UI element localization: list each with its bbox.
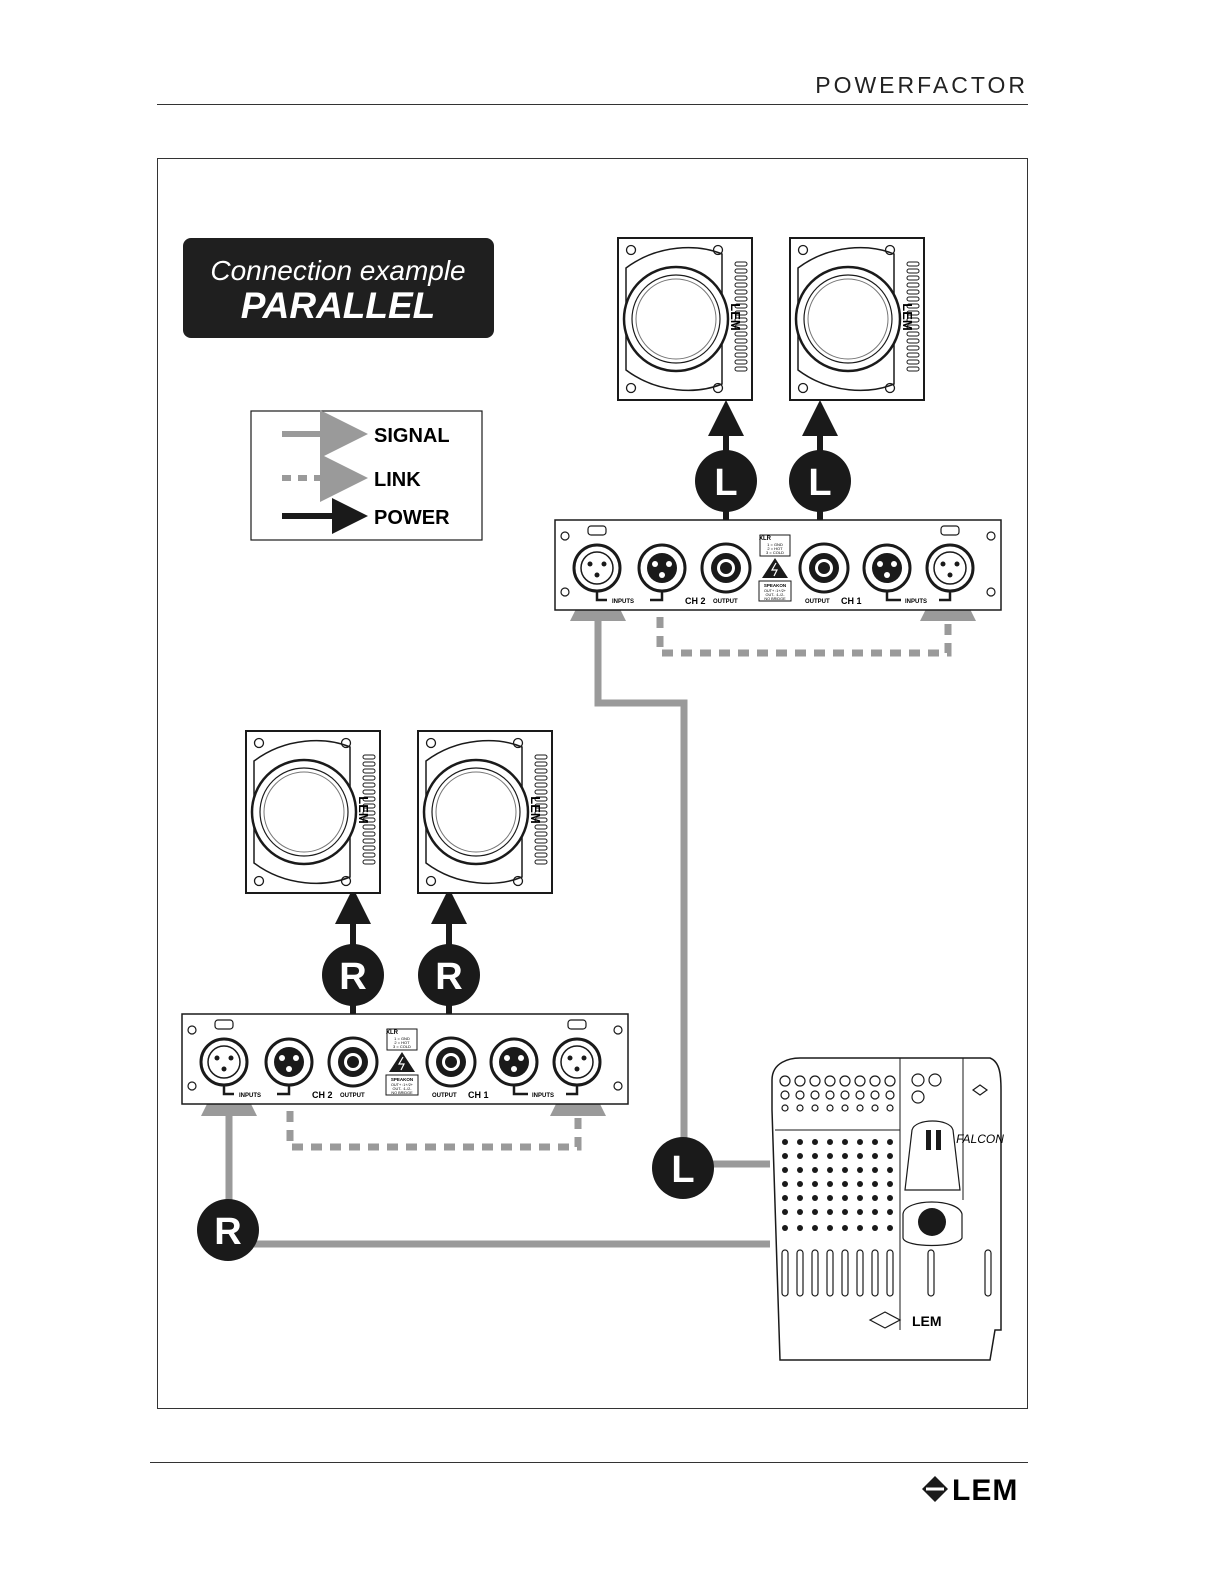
xlr-pin1: 1 = GND [767, 542, 783, 547]
badge-right-mixer: R [197, 1199, 259, 1261]
speakon-note: NO BRIDGE [764, 597, 786, 601]
mixer-logo: LEM [912, 1313, 942, 1329]
footer-logo: LEM [918, 1472, 1028, 1506]
badge-right-bottom-ch1: R [418, 944, 480, 1006]
inputs-label-ch1: INPUTS [905, 599, 927, 605]
link-cable-bottom [286, 1060, 606, 1151]
badge-letter: R [435, 956, 462, 998]
speaker-logo: LEM [728, 303, 743, 330]
badge-left-top-ch1: L [789, 450, 851, 512]
ch2-label: CH 2 [685, 596, 706, 606]
amplifier-top: XLR 1 = GND 2 = HOT 3 = COLD SPEAKON OUT… [553, 518, 1003, 612]
badge-right-bottom-ch2: R [322, 944, 384, 1006]
inputs-label-ch2: INPUTS [612, 599, 634, 605]
header-rule [157, 104, 1028, 105]
ch1-label: CH 1 [468, 1090, 489, 1100]
lem-logo-icon [922, 1476, 948, 1502]
legend-power-label: POWER [374, 507, 450, 529]
inputs-label-ch2: INPUTS [239, 1093, 261, 1099]
xlr-title: XLR [759, 536, 772, 542]
xlr-pin3: 3 = COLD [393, 1044, 411, 1049]
inputs-label-ch1: INPUTS [532, 1093, 554, 1099]
brand-title: POWERFACTOR [815, 72, 1028, 98]
xlr-pin1: 1 = GND [394, 1036, 410, 1041]
link-cable-top [656, 565, 976, 657]
speakon-title: SPEAKON [391, 1077, 413, 1082]
output-label-ch2: OUTPUT [340, 1093, 365, 1099]
title-line2: PARALLEL [241, 285, 436, 326]
legend: SIGNAL LINK POWER [250, 410, 483, 541]
xlr-pin3: 3 = COLD [766, 550, 784, 555]
speakon-pin1: OUT+ :1+/2+ [764, 589, 787, 593]
mixer: FALCON LEM [771, 1057, 1004, 1361]
diagram-frame [157, 158, 1028, 1409]
speaker-logo: LEM [528, 796, 543, 823]
speakon-pin1: OUT+ :1+/2+ [391, 1083, 414, 1087]
legend-link-label: LINK [374, 469, 421, 491]
ch2-label: CH 2 [312, 1090, 333, 1100]
footer-logo-text: LEM [952, 1474, 1018, 1506]
footer-rule [150, 1462, 1028, 1463]
mixer-model: FALCON [956, 1132, 1004, 1146]
speakon-title: SPEAKON [764, 583, 786, 588]
output-label-ch2: OUTPUT [713, 599, 738, 605]
xlr-title: XLR [386, 1030, 399, 1036]
ch1-label: CH 1 [841, 596, 862, 606]
xlr-pin2: 2 = HOT [767, 546, 783, 551]
badge-left-mixer: L [652, 1137, 714, 1199]
output-label-ch1: OUTPUT [805, 599, 830, 605]
badge-left-top-ch2: L [695, 450, 757, 512]
title-block [183, 238, 494, 338]
speaker-logo: LEM [900, 303, 915, 330]
speakon-pin2: OUT- :1-/2- [393, 1087, 413, 1091]
title-line1: Connection example [210, 255, 465, 286]
speakon-note: NO BRIDGE [391, 1091, 413, 1095]
xlr-pin2: 2 = HOT [394, 1040, 410, 1045]
badge-letter: L [714, 462, 737, 504]
speaker-logo: LEM [356, 796, 371, 823]
badge-letter: R [339, 956, 366, 998]
legend-signal-label: SIGNAL [374, 425, 450, 447]
output-label-ch1: OUTPUT [432, 1093, 457, 1099]
badge-letter: R [214, 1211, 241, 1253]
amplifier-bottom: XLR 1 = GND 2 = HOT 3 = COLD SPEAKON OUT… [180, 1012, 630, 1106]
badge-letter: L [671, 1149, 694, 1191]
badge-letter: L [808, 462, 831, 504]
speakon-pin2: OUT- :1-/2- [766, 593, 786, 597]
